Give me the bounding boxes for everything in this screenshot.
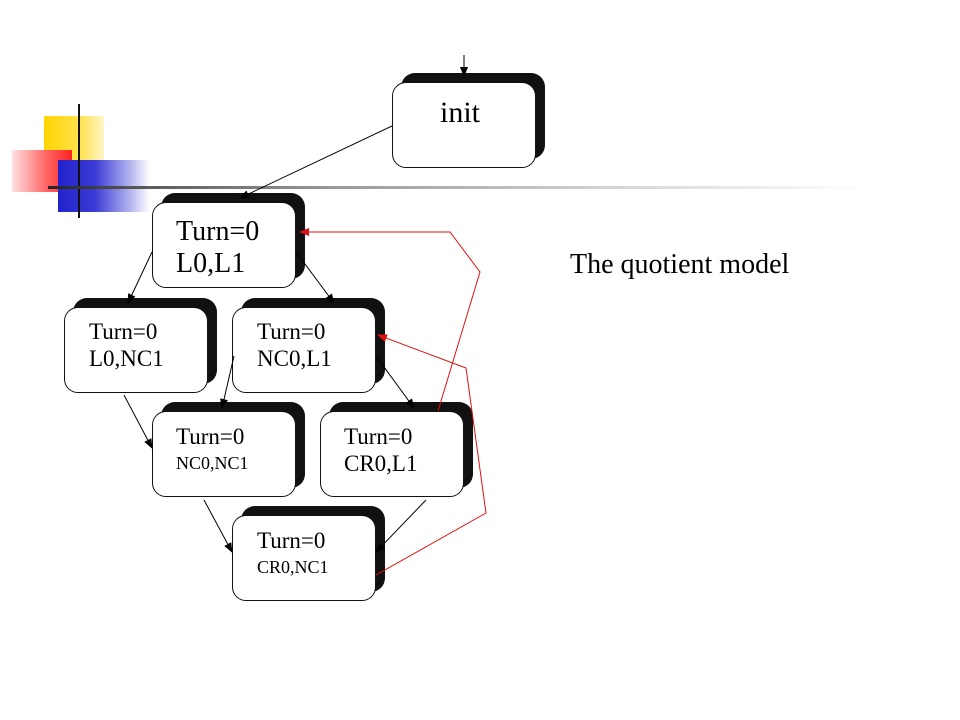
edge-s3-to-s4 [220, 355, 235, 409]
node-line2: L0,L1 [176, 248, 246, 279]
diagram-caption: The quotient model [570, 249, 790, 280]
node-line1: Turn=0 [344, 424, 413, 449]
node-line1: Turn=0 [257, 528, 326, 553]
node-line2: CR0,NC1 [257, 557, 329, 577]
edge-s1-to-s2 [127, 251, 153, 304]
node-line2: NC0,NC1 [176, 453, 249, 473]
decor-vertical-line [78, 104, 80, 218]
node-line2: L0,NC1 [89, 346, 164, 371]
node-init-label: init [440, 96, 481, 129]
node-turn0-nc0-nc1: Turn=0 NC0,NC1 [152, 402, 305, 497]
node-line1: Turn=0 [176, 216, 260, 247]
node-turn0-l0-nc1: Turn=0 L0,NC1 [64, 298, 217, 393]
node-line2: CR0,L1 [344, 451, 418, 476]
edge-init-to-s1 [239, 125, 393, 199]
node-line1: Turn=0 [176, 424, 245, 449]
edge-s4-to-s6 [203, 499, 233, 553]
edge-s3-to-s5 [375, 355, 415, 409]
edge-s1-to-s3 [295, 251, 335, 304]
node-init: init [392, 73, 545, 168]
node-line1: Turn=0 [257, 319, 326, 344]
node-turn0-l0-l1: Turn=0 L0,L1 [152, 193, 305, 288]
node-turn0-cr0-nc1: Turn=0 CR0,NC1 [232, 506, 385, 601]
node-line2: NC0,L1 [257, 346, 332, 371]
edge-s2-to-s4 [123, 394, 153, 449]
back-edge-s6-to-s3 [375, 334, 487, 576]
decor-horizontal-rule [48, 186, 868, 189]
node-line1: Turn=0 [89, 319, 158, 344]
node-turn0-nc0-l1: Turn=0 NC0,L1 [232, 298, 385, 393]
node-turn0-cr0-l1: Turn=0 CR0,L1 [320, 402, 473, 497]
back-edge-s5-to-s1 [299, 228, 481, 412]
edge-s5-to-s6 [375, 499, 427, 553]
